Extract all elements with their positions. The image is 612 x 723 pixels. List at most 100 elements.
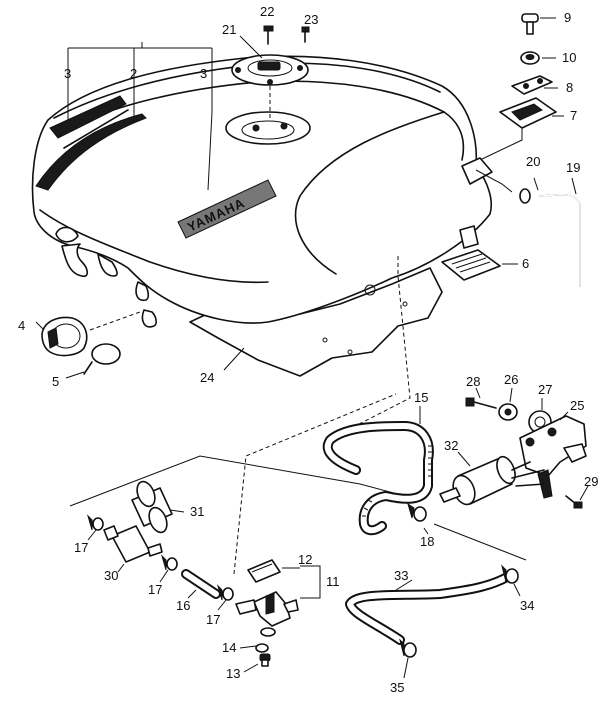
petcock-lever [265, 593, 275, 615]
callout-31: 31 [190, 504, 204, 519]
leader-25 [559, 411, 569, 421]
hose-clamp-17-c [222, 587, 234, 601]
callout-35: 35 [390, 680, 404, 695]
gauge-cap-alignment [89, 311, 141, 331]
leader-29 [579, 485, 589, 501]
fitting-30-inlet [103, 525, 119, 541]
hose-clamp-34 [505, 568, 519, 584]
leader-lines-lower [87, 387, 589, 679]
retaining-clip-5-tail [83, 361, 93, 375]
hose-clamp-17-a [92, 517, 104, 531]
callout-14: 14 [222, 640, 236, 655]
callout-21: 21 [222, 22, 236, 37]
breather-leader [475, 169, 513, 193]
fuel-hose-15 [322, 421, 434, 536]
plate-hole [347, 349, 353, 355]
breather-hose-19-inner [539, 193, 581, 287]
callout-labels: 22 23 21 9 10 8 7 3 2 3 20 19 6 4 5 24 2… [18, 4, 598, 695]
fuel-pump-wire [511, 469, 545, 479]
filler-bolt [252, 124, 260, 132]
short-hose-16 [181, 569, 221, 599]
bolt-28-shaft [473, 401, 497, 409]
bolt-13-shank [261, 659, 269, 667]
callout-30: 30 [104, 568, 118, 583]
leader-30 [117, 563, 125, 573]
retaining-clip-5 [91, 343, 121, 365]
filler-cap-assembly [231, 25, 310, 120]
pump-to-hose-line [433, 523, 527, 561]
rubber-pad-6 [441, 249, 501, 281]
callout-17-b: 17 [148, 582, 162, 597]
washer-14 [255, 643, 269, 653]
leader-26 [509, 387, 513, 403]
callout-34: 34 [520, 598, 534, 613]
hose-33-inner [347, 571, 515, 643]
leader-28 [475, 387, 481, 399]
hose-clamp-35-tab [399, 638, 405, 657]
cap-bolt-hole [297, 65, 303, 71]
callout-33: 33 [394, 568, 408, 583]
leader-24 [223, 347, 245, 371]
front-mount-hook [97, 253, 118, 277]
pump-bracket-hole [525, 437, 535, 447]
callout-6: 6 [522, 256, 529, 271]
rear-mount-parts [479, 13, 557, 161]
breather-hose-19 [539, 193, 581, 287]
petcock-bowl [260, 627, 276, 637]
rear-mount-hook [141, 309, 157, 328]
left-cap-group [41, 311, 141, 375]
grommet-26-hole [504, 408, 512, 416]
leader-35 [403, 657, 409, 679]
rear-mount-hook [135, 281, 150, 302]
filler-neck [225, 111, 311, 145]
bolt-9-head [521, 13, 539, 23]
front-mount-hook [61, 243, 89, 278]
clip-20 [519, 188, 531, 204]
collar-10-hole [525, 54, 535, 60]
callout-8: 8 [566, 80, 573, 95]
cap-bolt-hole [267, 79, 273, 85]
fuel-pump-end [496, 455, 516, 485]
damper-7-leader [479, 128, 523, 161]
tank-stripe-decal [35, 113, 147, 191]
callout-3-right: 3 [200, 66, 207, 81]
emblem-plate [177, 179, 277, 239]
petcock-gasket-12-slot [251, 563, 273, 573]
screw-29-head [573, 501, 583, 509]
leader-3-emblem [207, 111, 213, 191]
leader-20 [533, 177, 539, 191]
bolt-9-shank [526, 21, 534, 35]
leader-32 [457, 451, 471, 467]
callout-25: 25 [570, 398, 584, 413]
callout-19: 19 [566, 160, 580, 175]
fuel-filter-group [86, 480, 234, 601]
petcock-gasket-12 [247, 559, 281, 583]
leader-14 [239, 645, 257, 649]
callout-11: 11 [326, 574, 340, 589]
plate-hole [402, 301, 408, 307]
petcock-dash [233, 393, 397, 575]
hose-15-texture [362, 445, 432, 517]
pump-bracket-foot [537, 469, 553, 499]
pump-connector [563, 443, 587, 463]
hose-clamp-17-a-tab [86, 514, 93, 531]
callout-23: 23 [304, 12, 318, 27]
callout-17-c: 17 [206, 612, 220, 627]
filler-cap-lock [247, 59, 293, 77]
cap-bolt-hole [235, 67, 241, 73]
hose-clamp-18-ring [413, 506, 427, 522]
fuel-petcock-11 [235, 559, 321, 667]
callout-24: 24 [200, 370, 214, 385]
hose-clamp-18-tab [407, 502, 415, 519]
leader-17c [217, 599, 227, 611]
callout-20: 20 [526, 154, 540, 169]
hose-clamp-18 [407, 502, 427, 522]
bracket-8-hole [523, 83, 529, 89]
fuel-pump-inlet [439, 487, 461, 503]
screw-23-head [301, 26, 310, 33]
leader-5 [65, 371, 85, 379]
leader-17a [87, 529, 97, 541]
hose-16-inner [183, 571, 219, 597]
callout-15: 15 [414, 390, 428, 405]
